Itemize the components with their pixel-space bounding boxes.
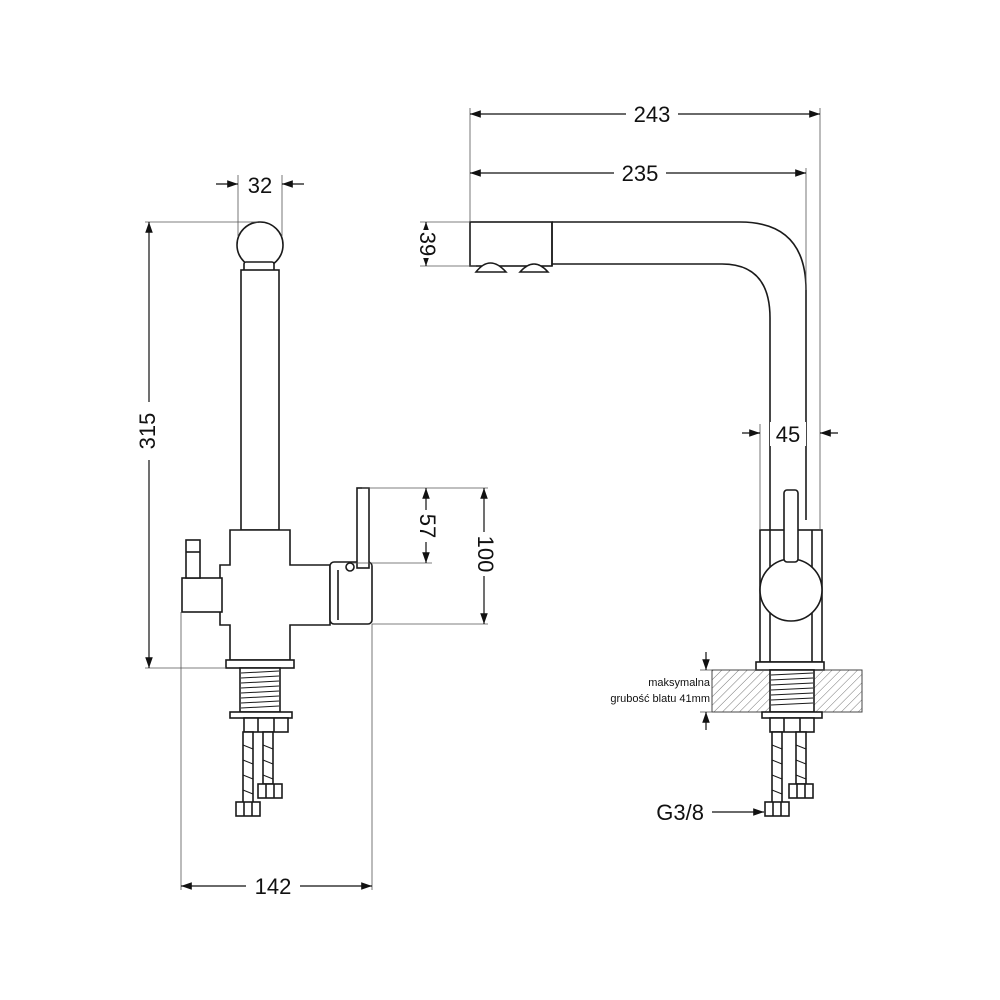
hose-nut-right xyxy=(257,783,283,799)
base-plate xyxy=(225,659,295,669)
mixer-lever xyxy=(356,487,370,569)
mounting-nut xyxy=(243,717,289,733)
hose-braid xyxy=(242,744,274,795)
outlet-left xyxy=(474,262,508,273)
side-view xyxy=(181,221,373,817)
filter-valve-knob xyxy=(185,539,201,579)
hose-nut-right-front xyxy=(788,783,814,799)
faucet-body xyxy=(219,529,331,661)
filter-valve-housing xyxy=(181,577,223,613)
side-view-dimensions: 32 315 142 57 100 xyxy=(135,173,498,899)
mounting-nut-front xyxy=(769,717,815,733)
spout-pipe xyxy=(240,269,280,531)
hose-nut-left xyxy=(235,801,261,817)
connection-label: G3/8 xyxy=(656,800,704,825)
mixer-lever-front xyxy=(783,489,799,563)
hose-right-front xyxy=(795,731,807,785)
mixer-cartridge xyxy=(329,561,373,625)
dim-100: 100 xyxy=(473,536,498,573)
dim-142: 142 xyxy=(255,874,292,899)
mixer-cartridge-front xyxy=(759,558,823,622)
thread-lines xyxy=(240,670,280,709)
mounting-washer-front xyxy=(761,711,823,719)
threaded-shank xyxy=(239,667,281,713)
hose-right xyxy=(262,731,274,785)
spout-outer xyxy=(552,221,807,520)
dim-45: 45 xyxy=(776,422,800,447)
mounting-washer xyxy=(229,711,293,719)
dim-243: 243 xyxy=(634,102,671,127)
dim-315: 315 xyxy=(135,413,160,450)
hose-nut-left-front xyxy=(764,801,790,817)
dim-39: 39 xyxy=(415,232,440,256)
dim-235: 235 xyxy=(622,161,659,186)
dim-57: 57 xyxy=(415,514,440,538)
spout-head-front xyxy=(469,221,553,267)
dim-32: 32 xyxy=(248,173,272,198)
spout-inner xyxy=(552,263,771,530)
outlet-right xyxy=(518,263,550,273)
front-view xyxy=(469,221,863,817)
spout-head xyxy=(236,221,284,269)
front-view-dimensions: 243 235 39 45 maksymalna grubość blatu 4… xyxy=(414,101,838,825)
base-plate-front xyxy=(755,661,825,671)
threaded-shank-front xyxy=(769,669,815,713)
hose-braid-front xyxy=(771,744,807,795)
countertop-note-line2: grubość blatu 41mm xyxy=(610,693,710,705)
countertop-note-line1: maksymalna xyxy=(648,677,711,689)
thread-lines-front xyxy=(770,672,814,706)
